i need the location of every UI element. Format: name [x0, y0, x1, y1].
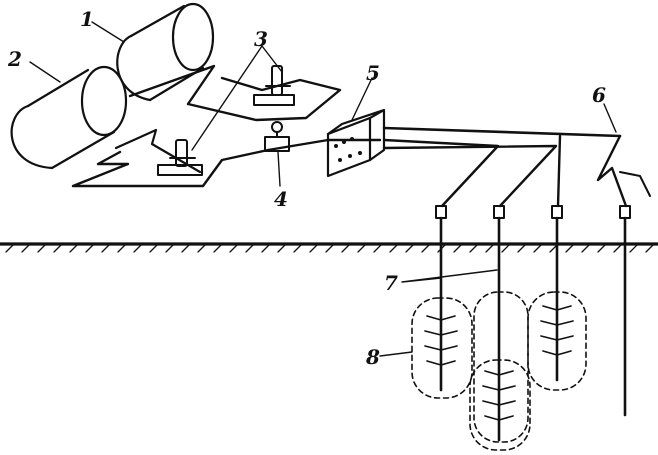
hook-6: [619, 171, 651, 197]
zone-envelope: [411, 297, 473, 399]
branch-pipe-1: [382, 138, 500, 208]
callout-5: 5: [366, 61, 380, 85]
distribution-box-5: [326, 108, 386, 178]
leader-line: [29, 21, 617, 357]
coupling: [551, 205, 563, 219]
treatment-zone: [540, 305, 574, 356]
reducer-4: [264, 121, 290, 152]
callout-8: 8: [365, 345, 380, 369]
callout-7: 7: [384, 271, 398, 295]
callout-3: 3: [254, 27, 268, 51]
treatment-zone: [482, 370, 516, 421]
manifold-pipe: [71, 138, 382, 188]
zone-envelope: [473, 291, 529, 443]
callout-4: 4: [274, 187, 288, 211]
branch-pipe-2: [382, 144, 558, 208]
branch-pipe-3: [556, 134, 562, 208]
cylinder-1: [116, 2, 215, 102]
cylinder-2: [10, 65, 128, 170]
callout-2: 2: [7, 47, 22, 71]
treatment-zone: [424, 315, 458, 366]
coupling: [435, 205, 447, 219]
valve-3a: [253, 65, 295, 106]
valve-3b: [157, 139, 203, 176]
callout-6: 6: [592, 83, 606, 107]
branch-pipe-4: [596, 134, 628, 208]
zone-envelope: [469, 359, 531, 451]
main-line: [382, 126, 622, 138]
coupling: [619, 205, 631, 219]
ground-line: [0, 242, 658, 253]
callout-1: 1: [80, 7, 94, 31]
coupling: [493, 205, 505, 219]
